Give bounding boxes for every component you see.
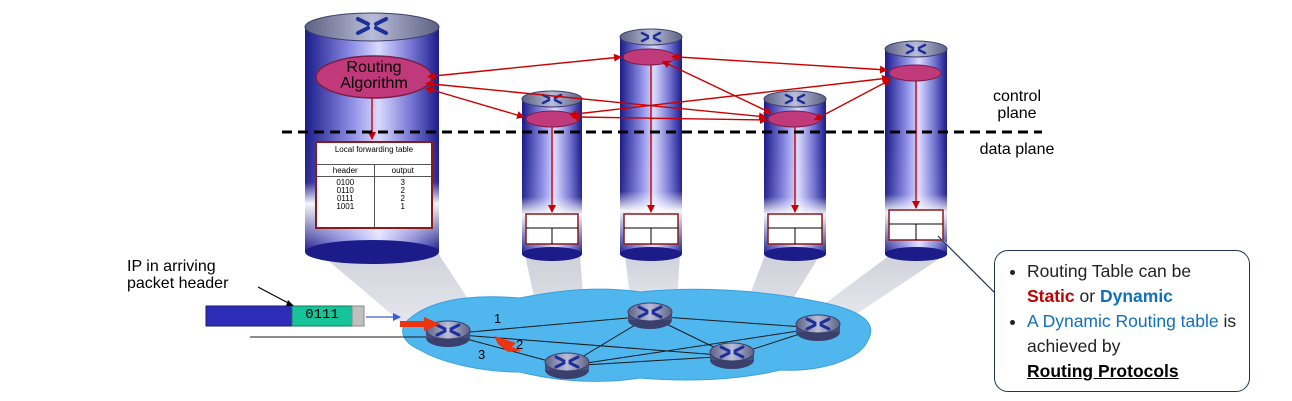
dynamic-routing-table-text: A Dynamic Routing table [1027, 311, 1219, 331]
router-icon [794, 313, 842, 343]
packet-bar [205, 305, 522, 352]
forwarding-table-headers: 0100 0110 0111 1001 [317, 177, 375, 228]
table-cell: 0111 [336, 194, 354, 203]
ip-pointer [257, 286, 293, 306]
table-cell: 3 [400, 178, 405, 187]
static-keyword: Static [1027, 286, 1075, 306]
router-icon [543, 351, 591, 381]
callout-box: Routing Table can be Static or Dynamic A… [994, 250, 1250, 392]
control-arrows [425, 53, 891, 124]
control-plane-label: control plane [992, 88, 1042, 122]
ip-arriving-label: IP in arriving packet header [127, 258, 229, 292]
forwarding-table-col-output: output [391, 166, 414, 175]
forwarding-table-title: Local forwarding table [317, 143, 431, 165]
dynamic-keyword: Dynamic [1099, 286, 1173, 306]
forwarding-table-outputs: 3 2 2 1 [375, 177, 432, 228]
table-cell: 2 [400, 194, 405, 203]
routing-algorithm-label: Routing Algorithm [340, 59, 408, 92]
packet-header-value: 0111 [305, 307, 339, 323]
link-number: 1 [494, 311, 502, 326]
callout-text: Routing Table can be [1027, 261, 1192, 281]
data-plane-label: data plane [979, 141, 1055, 158]
callout-text: or [1079, 286, 1096, 306]
red-arrow-icon [400, 317, 440, 331]
forwarding-table-col-header: header [317, 165, 375, 176]
callout-text: is achieved by [1027, 311, 1237, 356]
forwarding-table-header-row: header output [317, 165, 431, 177]
callout-pointer [937, 235, 1002, 300]
table-cell: 0100 [336, 178, 355, 187]
vertical-arrows [368, 65, 920, 213]
link-number: 2 [516, 337, 524, 352]
table-cell: 1001 [336, 202, 355, 211]
router-icon [708, 341, 756, 371]
table-cell: 0110 [336, 186, 354, 195]
router-icon [626, 301, 674, 331]
table-cell: 1 [400, 202, 405, 211]
link-number: 3 [478, 347, 486, 362]
local-forwarding-table: Local forwarding table header output 010… [315, 141, 433, 229]
routing-protocols-text: Routing Protocols [1027, 361, 1179, 381]
callout-item-static-dynamic: Routing Table can be Static or Dynamic [1027, 259, 1239, 309]
callout-item-protocols: A Dynamic Routing table is achieved by R… [1027, 309, 1239, 384]
table-cell: 2 [400, 186, 405, 195]
